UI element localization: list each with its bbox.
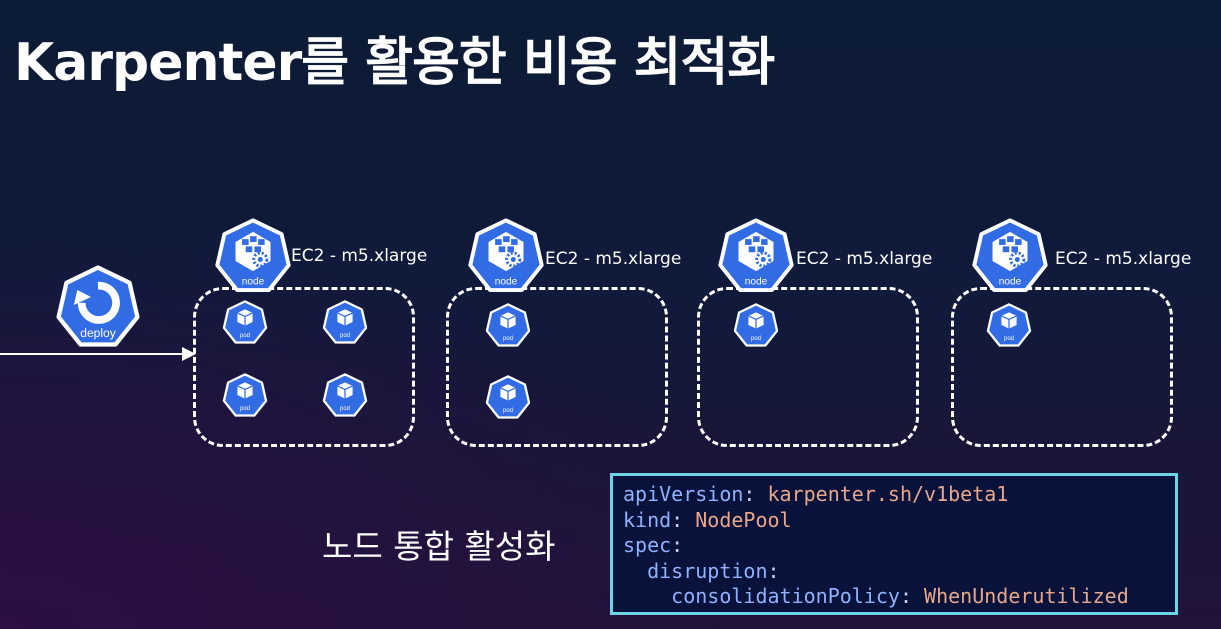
pod-icon: pod xyxy=(322,300,368,346)
deploy-arrow xyxy=(0,347,196,361)
pod-label: pod xyxy=(340,333,350,339)
pod-label: pod xyxy=(340,406,350,412)
code-line-3: spec: xyxy=(623,533,684,557)
feature-label: 노드 통합 활성화 xyxy=(322,527,556,566)
code-key: apiVersion xyxy=(623,482,744,506)
pod-icon: pod xyxy=(222,373,268,419)
code-block: apiVersion: karpenter.sh/v1beta1 kind: N… xyxy=(610,473,1178,615)
code-line-5: consolidationPolicy: WhenUnderutilized xyxy=(671,584,1129,608)
pod-label: pod xyxy=(240,333,250,339)
pod-icon: pod xyxy=(485,375,531,421)
pod-icon: pod xyxy=(222,300,268,346)
node-icon-label-1: node xyxy=(242,276,265,287)
code-key: disruption xyxy=(647,558,768,583)
deploy-icon: deploy xyxy=(55,265,141,351)
pod-label: pod xyxy=(503,408,513,414)
pod-icon: pod xyxy=(322,373,368,419)
node-box-1 xyxy=(193,287,415,447)
pod-label: pod xyxy=(240,406,250,412)
node-box-4 xyxy=(951,287,1173,447)
page-title: Karpenter를 활용한 비용 최적화 xyxy=(14,33,775,93)
pod-label: pod xyxy=(503,336,513,342)
node-box-3 xyxy=(697,287,919,447)
node-icon-3: node xyxy=(717,218,795,296)
code-line-4: disruption: xyxy=(647,558,780,583)
code-key: consolidationPolicy xyxy=(671,584,900,608)
code-value: NodePool xyxy=(695,507,792,532)
node-instance-label-1: EC2 - m5.xlarge xyxy=(291,246,428,266)
node-instance-label-4: EC2 - m5.xlarge xyxy=(1055,249,1192,269)
pod-icon: pod xyxy=(986,303,1032,349)
node-icon-label-4: node xyxy=(999,276,1022,287)
code-value: karpenter.sh/v1beta1 xyxy=(767,482,1009,506)
deploy-label: deploy xyxy=(80,326,115,340)
node-icon-label-2: node xyxy=(495,276,518,287)
node-instance-label-3: EC2 - m5.xlarge xyxy=(796,249,933,269)
code-line-2: kind: NodePool xyxy=(623,507,792,532)
pod-icon: pod xyxy=(485,303,531,349)
node-icon-4: node xyxy=(971,218,1049,296)
pod-label: pod xyxy=(1004,336,1014,342)
code-line-1: apiVersion: karpenter.sh/v1beta1 xyxy=(623,482,1009,506)
node-box-2 xyxy=(446,287,668,447)
code-value: WhenUnderutilized xyxy=(924,584,1129,608)
node-instance-label-2: EC2 - m5.xlarge xyxy=(545,249,682,269)
code-key: spec xyxy=(623,533,672,557)
node-icon-label-3: node xyxy=(745,276,768,287)
node-icon-2: node xyxy=(467,218,545,296)
node-icon-1: node xyxy=(214,218,292,296)
pod-icon: pod xyxy=(733,303,779,349)
code-key: kind xyxy=(623,507,672,532)
pod-label: pod xyxy=(751,336,761,342)
